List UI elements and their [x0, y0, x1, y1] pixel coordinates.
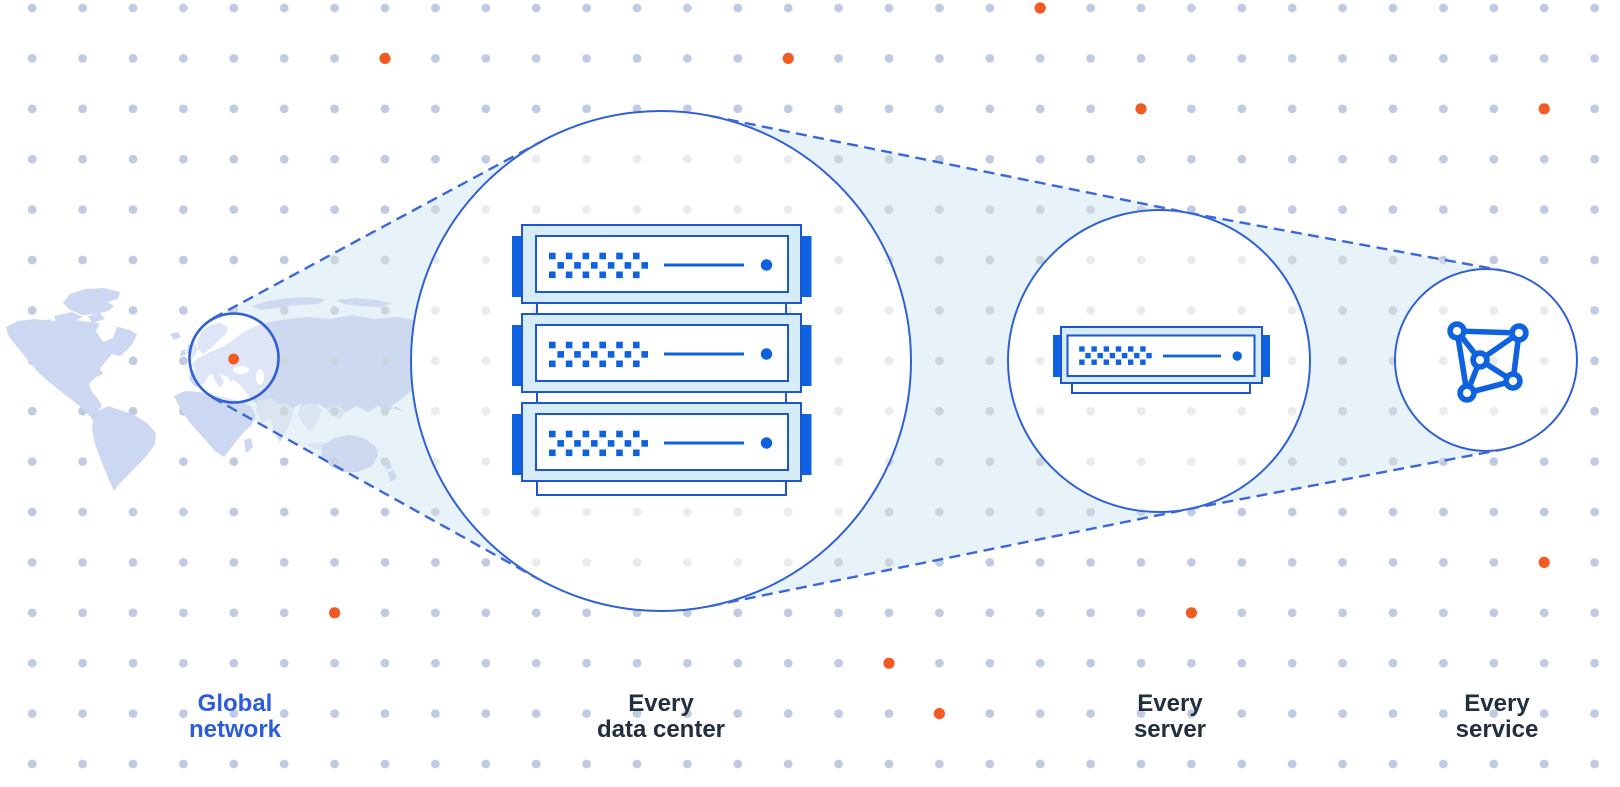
svg-text:data center: data center — [597, 716, 725, 743]
svg-text:Every: Every — [628, 690, 694, 717]
svg-text:Global: Global — [198, 690, 273, 717]
svg-text:network: network — [189, 716, 282, 743]
svg-text:Every: Every — [1464, 690, 1530, 717]
svg-text:service: service — [1456, 716, 1539, 743]
svg-text:Every: Every — [1137, 690, 1203, 717]
svg-text:server: server — [1134, 716, 1206, 743]
